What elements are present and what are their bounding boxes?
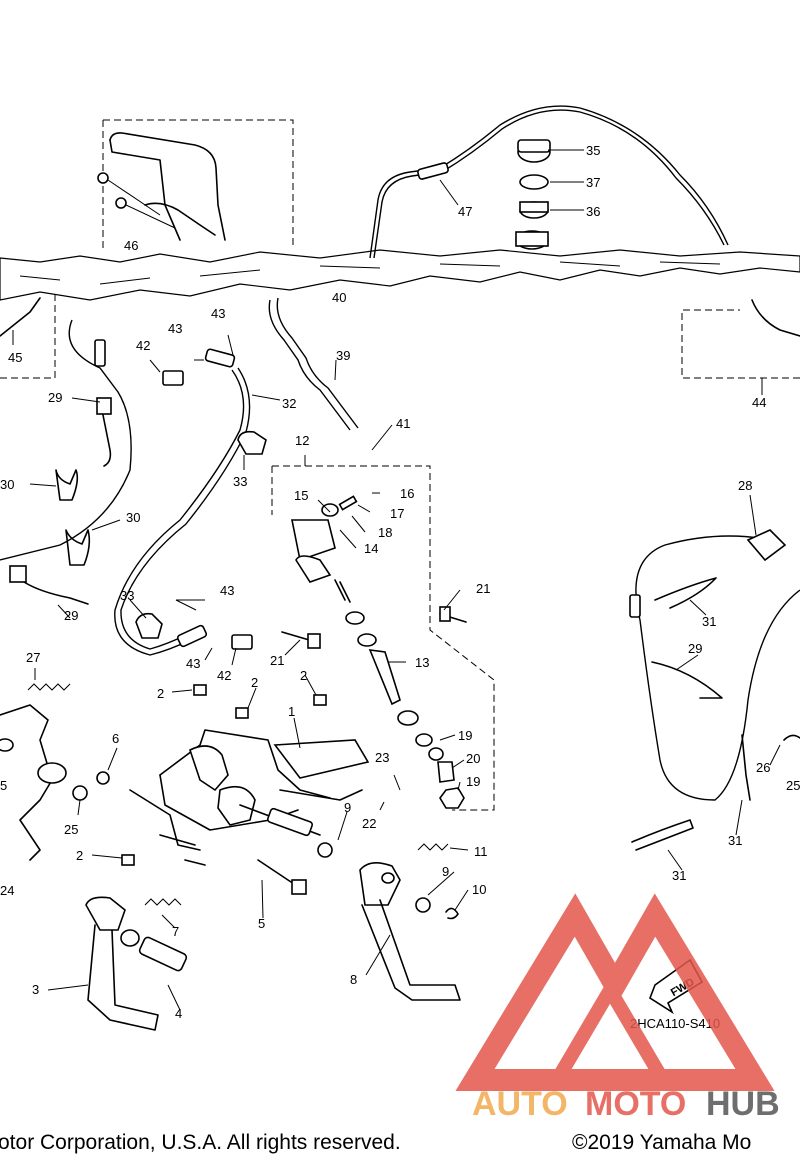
callout-25a: 25 [64, 822, 78, 837]
callout-29c: 29 [688, 641, 702, 656]
callout-26: 26 [756, 760, 770, 775]
callout-9a: 9 [344, 800, 351, 815]
callout-46: 46 [124, 238, 138, 253]
callout-12: 12 [295, 433, 309, 448]
callout-39: 39 [336, 348, 350, 363]
callout-5: 5 [258, 916, 265, 931]
lever-assembly-group [97, 119, 294, 248]
spring-7 [144, 898, 182, 906]
spring-27 [27, 683, 71, 691]
callout-21a: 21 [476, 581, 490, 596]
callout-43b: 43 [211, 306, 225, 321]
callout-9b: 9 [442, 864, 449, 879]
copyright-left: otor Corporation, U.S.A. All rights rese… [0, 1131, 401, 1154]
watermark-auto: AUTO [472, 1085, 568, 1123]
callout-29a: 29 [48, 390, 62, 405]
callout-24: 24 [0, 883, 14, 898]
callout-41: 41 [396, 416, 410, 431]
callout-3: 3 [32, 982, 39, 997]
callout-2c: 2 [300, 668, 307, 683]
callout-4: 4 [175, 1006, 182, 1021]
watermark-hub: HUB [706, 1085, 780, 1123]
callout-25c: 25 [786, 778, 800, 793]
callout-19a: 19 [458, 728, 472, 743]
spring-11 [417, 843, 449, 851]
callout-45: 45 [8, 350, 22, 365]
callout-21b: 21 [270, 653, 284, 668]
master-cylinder-group [291, 495, 467, 809]
watermark-moto: MOTO [585, 1085, 686, 1123]
callout-2a: 2 [157, 686, 164, 701]
callout-6: 6 [112, 731, 119, 746]
callout-42b: 42 [217, 668, 231, 683]
callout-31b: 31 [728, 833, 742, 848]
callout-10: 10 [472, 882, 486, 897]
callout-25-edge: 5 [0, 778, 7, 793]
callout-33b: 33 [120, 588, 134, 603]
callout-33a: 33 [233, 474, 247, 489]
callout-27: 27 [26, 650, 40, 665]
watermark-logo: AUTO MOTO HUB [455, 893, 780, 1123]
callout-2b: 2 [251, 675, 258, 690]
callout-2d: 2 [76, 848, 83, 863]
callout-18: 18 [378, 525, 392, 540]
callout-20: 20 [466, 751, 480, 766]
callout-31c: 31 [672, 868, 686, 883]
pedal-bracket-group [129, 729, 370, 866]
callout-43d: 43 [186, 656, 200, 671]
callout-29b: 29 [64, 608, 78, 623]
callout-17: 17 [390, 506, 404, 521]
callout-32: 32 [282, 396, 296, 411]
master-cylinder-box [272, 465, 495, 811]
callout-28: 28 [738, 478, 752, 493]
callout-35: 35 [586, 143, 600, 158]
callout-30b: 30 [126, 510, 140, 525]
callout-13: 13 [415, 655, 429, 670]
callout-19b: 19 [466, 774, 480, 789]
callout-15: 15 [294, 488, 308, 503]
callout-23: 23 [375, 750, 389, 765]
callout-14: 14 [364, 541, 378, 556]
callout-36: 36 [586, 204, 600, 219]
callout-16: 16 [400, 486, 414, 501]
callout-1: 1 [288, 704, 295, 719]
callout-11: 11 [474, 844, 488, 859]
callout-31a: 31 [702, 614, 716, 629]
callout-22: 22 [362, 816, 376, 831]
callout-43c: 43 [220, 583, 234, 598]
copyright-right: ©2019 Yamaha Mo [572, 1131, 752, 1154]
callout-7: 7 [172, 924, 179, 939]
callout-44: 44 [752, 395, 766, 410]
callout-40: 40 [332, 290, 346, 305]
callout-30a: 30 [0, 477, 14, 492]
callout-37: 37 [586, 175, 600, 190]
callout-42a: 42 [136, 338, 150, 353]
diagram-code: 2HCA110-S410 [630, 1016, 720, 1031]
callout-8: 8 [350, 972, 357, 987]
reservoir-group [369, 105, 729, 259]
torn-edge [0, 249, 800, 301]
footer: otor Corporation, U.S.A. All rights rese… [0, 1127, 800, 1165]
callout-47: 47 [458, 204, 472, 219]
callout-43a: 43 [168, 321, 182, 336]
